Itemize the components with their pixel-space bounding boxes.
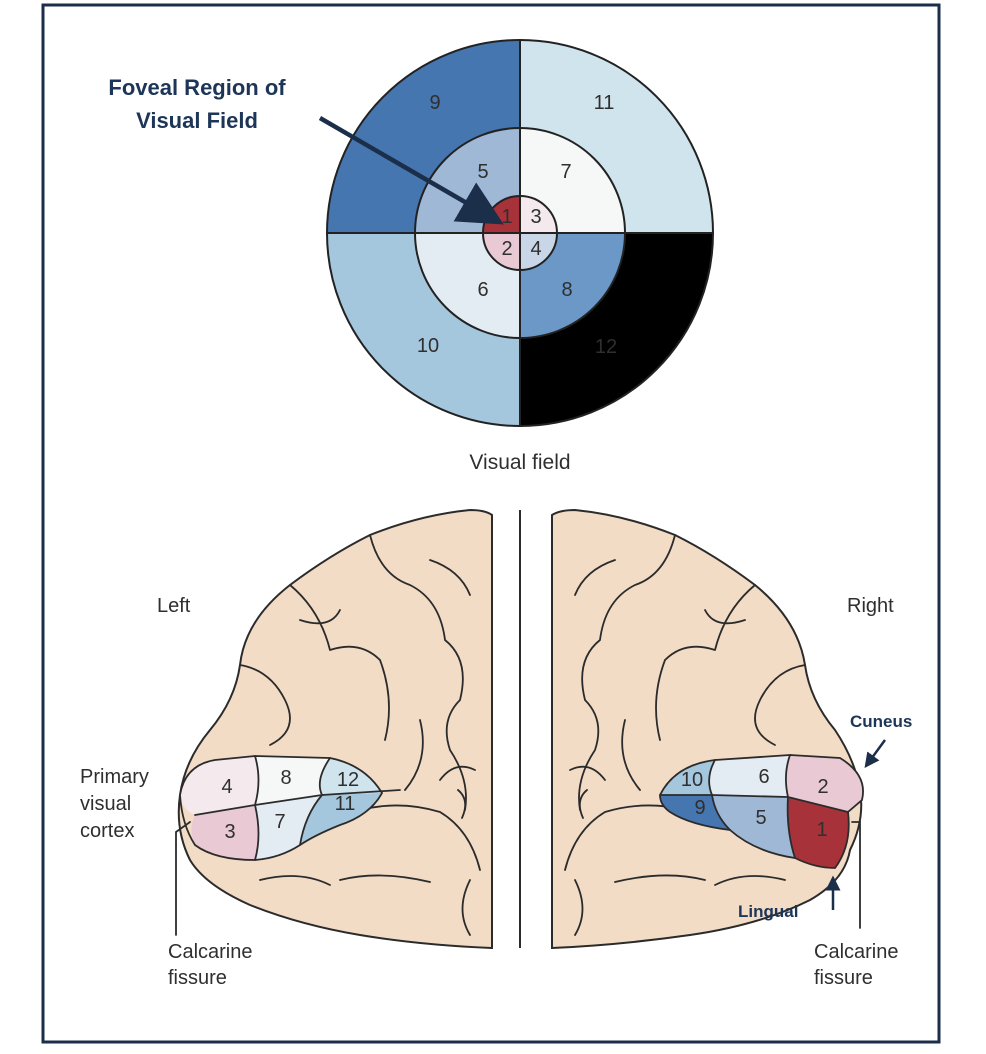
sector-label-8: 8 xyxy=(561,279,572,301)
left-region-label-11: 11 xyxy=(335,793,356,815)
left-region-label-12: 12 xyxy=(337,769,359,791)
sector-label-9: 9 xyxy=(429,92,440,114)
right-region-9 xyxy=(660,795,730,830)
cuneus-label: Cuneus xyxy=(850,712,912,731)
right-region-1 xyxy=(787,797,849,868)
primary-visual-cortex-line2: visual xyxy=(80,793,131,815)
left-region-7 xyxy=(255,795,322,860)
sector-label-3: 3 xyxy=(530,206,541,228)
sector-label-6: 6 xyxy=(477,279,488,301)
left-region-11 xyxy=(300,793,382,845)
right-region-5 xyxy=(712,795,795,858)
right-region-label-10: 10 xyxy=(681,769,703,791)
primary-visual-cortex-line1: Primary xyxy=(80,766,149,788)
right-region-2 xyxy=(785,755,864,812)
sector-label-11: 11 xyxy=(594,92,615,114)
left-region-label-7: 7 xyxy=(274,811,285,833)
foveal-annotation-line2: Visual Field xyxy=(136,108,258,133)
sector-label-10: 10 xyxy=(417,335,439,357)
right-calcarine-pointer xyxy=(851,821,861,929)
lingual-label: Lingual xyxy=(738,902,798,921)
right-region-label-9: 9 xyxy=(694,797,705,819)
left-region-label-8: 8 xyxy=(280,767,291,789)
sector-label-5: 5 xyxy=(477,161,488,183)
visual-field-diagram: 9 11 5 7 1 3 2 4 6 8 10 12 Visual field xyxy=(326,39,714,474)
left-calcarine-line1: Calcarine xyxy=(168,941,252,963)
left-region-12 xyxy=(319,758,382,795)
left-region-label-3: 3 xyxy=(224,821,235,843)
left-calcarine-pointer xyxy=(175,821,191,936)
right-region-6 xyxy=(709,755,790,797)
left-hemisphere: 4 8 12 3 7 11 Left Primary visual cortex… xyxy=(80,508,493,989)
right-calcarine-line2: fissure xyxy=(814,967,873,989)
sector-2 xyxy=(483,233,520,270)
left-calcarine-line2: fissure xyxy=(168,967,227,989)
sector-label-4: 4 xyxy=(530,238,541,260)
right-region-label-1: 1 xyxy=(816,819,827,841)
sector-label-2: 2 xyxy=(501,238,512,260)
right-calcarine-line1: Calcarine xyxy=(814,941,898,963)
sector-label-1: 1 xyxy=(501,206,512,228)
left-region-4 xyxy=(180,756,259,815)
cuneus-arrow xyxy=(864,739,887,769)
left-region-label-4: 4 xyxy=(221,776,232,798)
primary-visual-cortex-line3: cortex xyxy=(80,820,134,842)
foveal-annotation-line1: Foveal Region of xyxy=(108,75,286,100)
left-region-8 xyxy=(255,756,330,805)
foveal-arrow xyxy=(318,116,504,225)
right-region-10 xyxy=(660,760,715,795)
visual-field-caption: Visual field xyxy=(469,451,570,474)
left-region-3 xyxy=(191,805,259,860)
figure-frame xyxy=(41,3,941,1044)
right-label: Right xyxy=(847,595,894,617)
sector-3 xyxy=(520,196,557,233)
right-hemisphere: 10 6 2 9 5 1 Right Cuneus Lingual Calcar… xyxy=(551,508,912,989)
sector-4 xyxy=(520,233,557,270)
left-label: Left xyxy=(157,595,191,617)
right-region-label-5: 5 xyxy=(755,807,766,829)
right-region-label-6: 6 xyxy=(758,766,769,788)
sector-label-7: 7 xyxy=(560,161,571,183)
sector-label-12: 12 xyxy=(595,336,617,358)
right-region-label-2: 2 xyxy=(817,776,828,798)
